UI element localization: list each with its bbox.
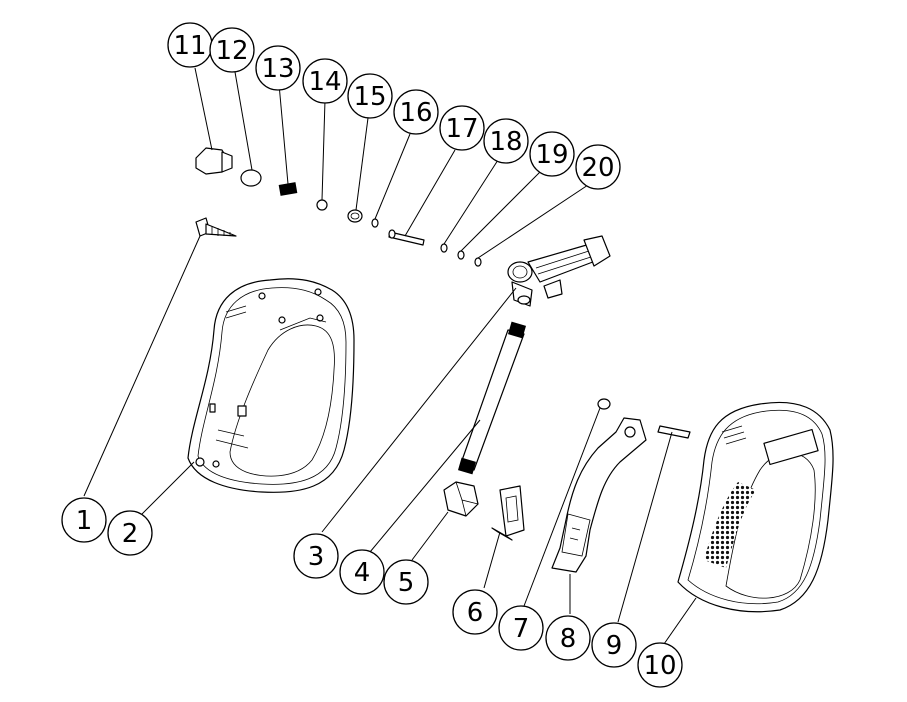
trigger-part — [551, 417, 647, 573]
valve-body-part — [507, 235, 611, 307]
callout-label: 10 — [643, 651, 676, 681]
seat-part — [347, 209, 363, 223]
callout-label: 15 — [353, 82, 386, 112]
callout-label: 3 — [308, 542, 325, 572]
washer-18-part — [440, 243, 448, 253]
callout-label: 5 — [398, 568, 415, 598]
clip-part — [491, 485, 525, 541]
washer-20-part — [474, 257, 482, 267]
callout-label: 6 — [467, 598, 484, 628]
trigger-pin-part — [597, 398, 611, 410]
callout-label: 12 — [215, 36, 248, 66]
callout-12: 12 — [209, 27, 255, 73]
callout-label: 8 — [560, 624, 577, 654]
washer-19-part — [457, 250, 465, 260]
callout-label: 11 — [173, 31, 206, 61]
callout-label: 20 — [581, 153, 614, 183]
callout-label: 4 — [354, 558, 371, 588]
callout-16: 16 — [393, 89, 439, 135]
valve-pin-part — [388, 229, 425, 246]
callout-7: 7 — [498, 605, 544, 651]
callout-14: 14 — [302, 58, 348, 104]
callout-label: 1 — [76, 506, 93, 536]
callout-11: 11 — [167, 22, 213, 68]
ball-part — [316, 199, 328, 211]
spring-part — [278, 182, 298, 196]
callout-15: 15 — [347, 73, 393, 119]
o-ring-part — [240, 169, 262, 187]
nut-part — [443, 481, 479, 517]
left-handle-shell-part — [187, 278, 355, 493]
callout-5: 5 — [383, 559, 429, 605]
callout-2: 2 — [107, 510, 153, 556]
callout-9: 9 — [591, 622, 637, 668]
callout-19: 19 — [529, 131, 575, 177]
leader-lines — [83, 67, 697, 645]
small-ring-part — [371, 218, 379, 228]
right-handle-shell-part — [677, 401, 834, 613]
callout-4: 4 — [339, 549, 385, 595]
callout-13: 13 — [255, 45, 301, 91]
plug-part — [195, 147, 233, 175]
callout-label: 14 — [308, 67, 341, 97]
callout-label: 2 — [122, 519, 139, 549]
callout-label: 17 — [445, 114, 478, 144]
callout-3: 3 — [293, 533, 339, 579]
tube-part — [457, 321, 527, 475]
callout-6: 6 — [452, 589, 498, 635]
callout-label: 13 — [261, 54, 294, 84]
callout-10: 10 — [637, 642, 683, 688]
callout-label: 18 — [489, 127, 522, 157]
callout-18: 18 — [483, 118, 529, 164]
hinge-pin-part — [657, 425, 691, 439]
callout-8: 8 — [545, 615, 591, 661]
screw-part — [195, 217, 237, 237]
callout-label: 16 — [399, 98, 432, 128]
callout-label: 19 — [535, 140, 568, 170]
callout-20: 20 — [575, 144, 621, 190]
callout-17: 17 — [439, 105, 485, 151]
callout-label: 7 — [513, 614, 530, 644]
callout-label: 9 — [606, 631, 623, 661]
callout-1: 1 — [61, 497, 107, 543]
